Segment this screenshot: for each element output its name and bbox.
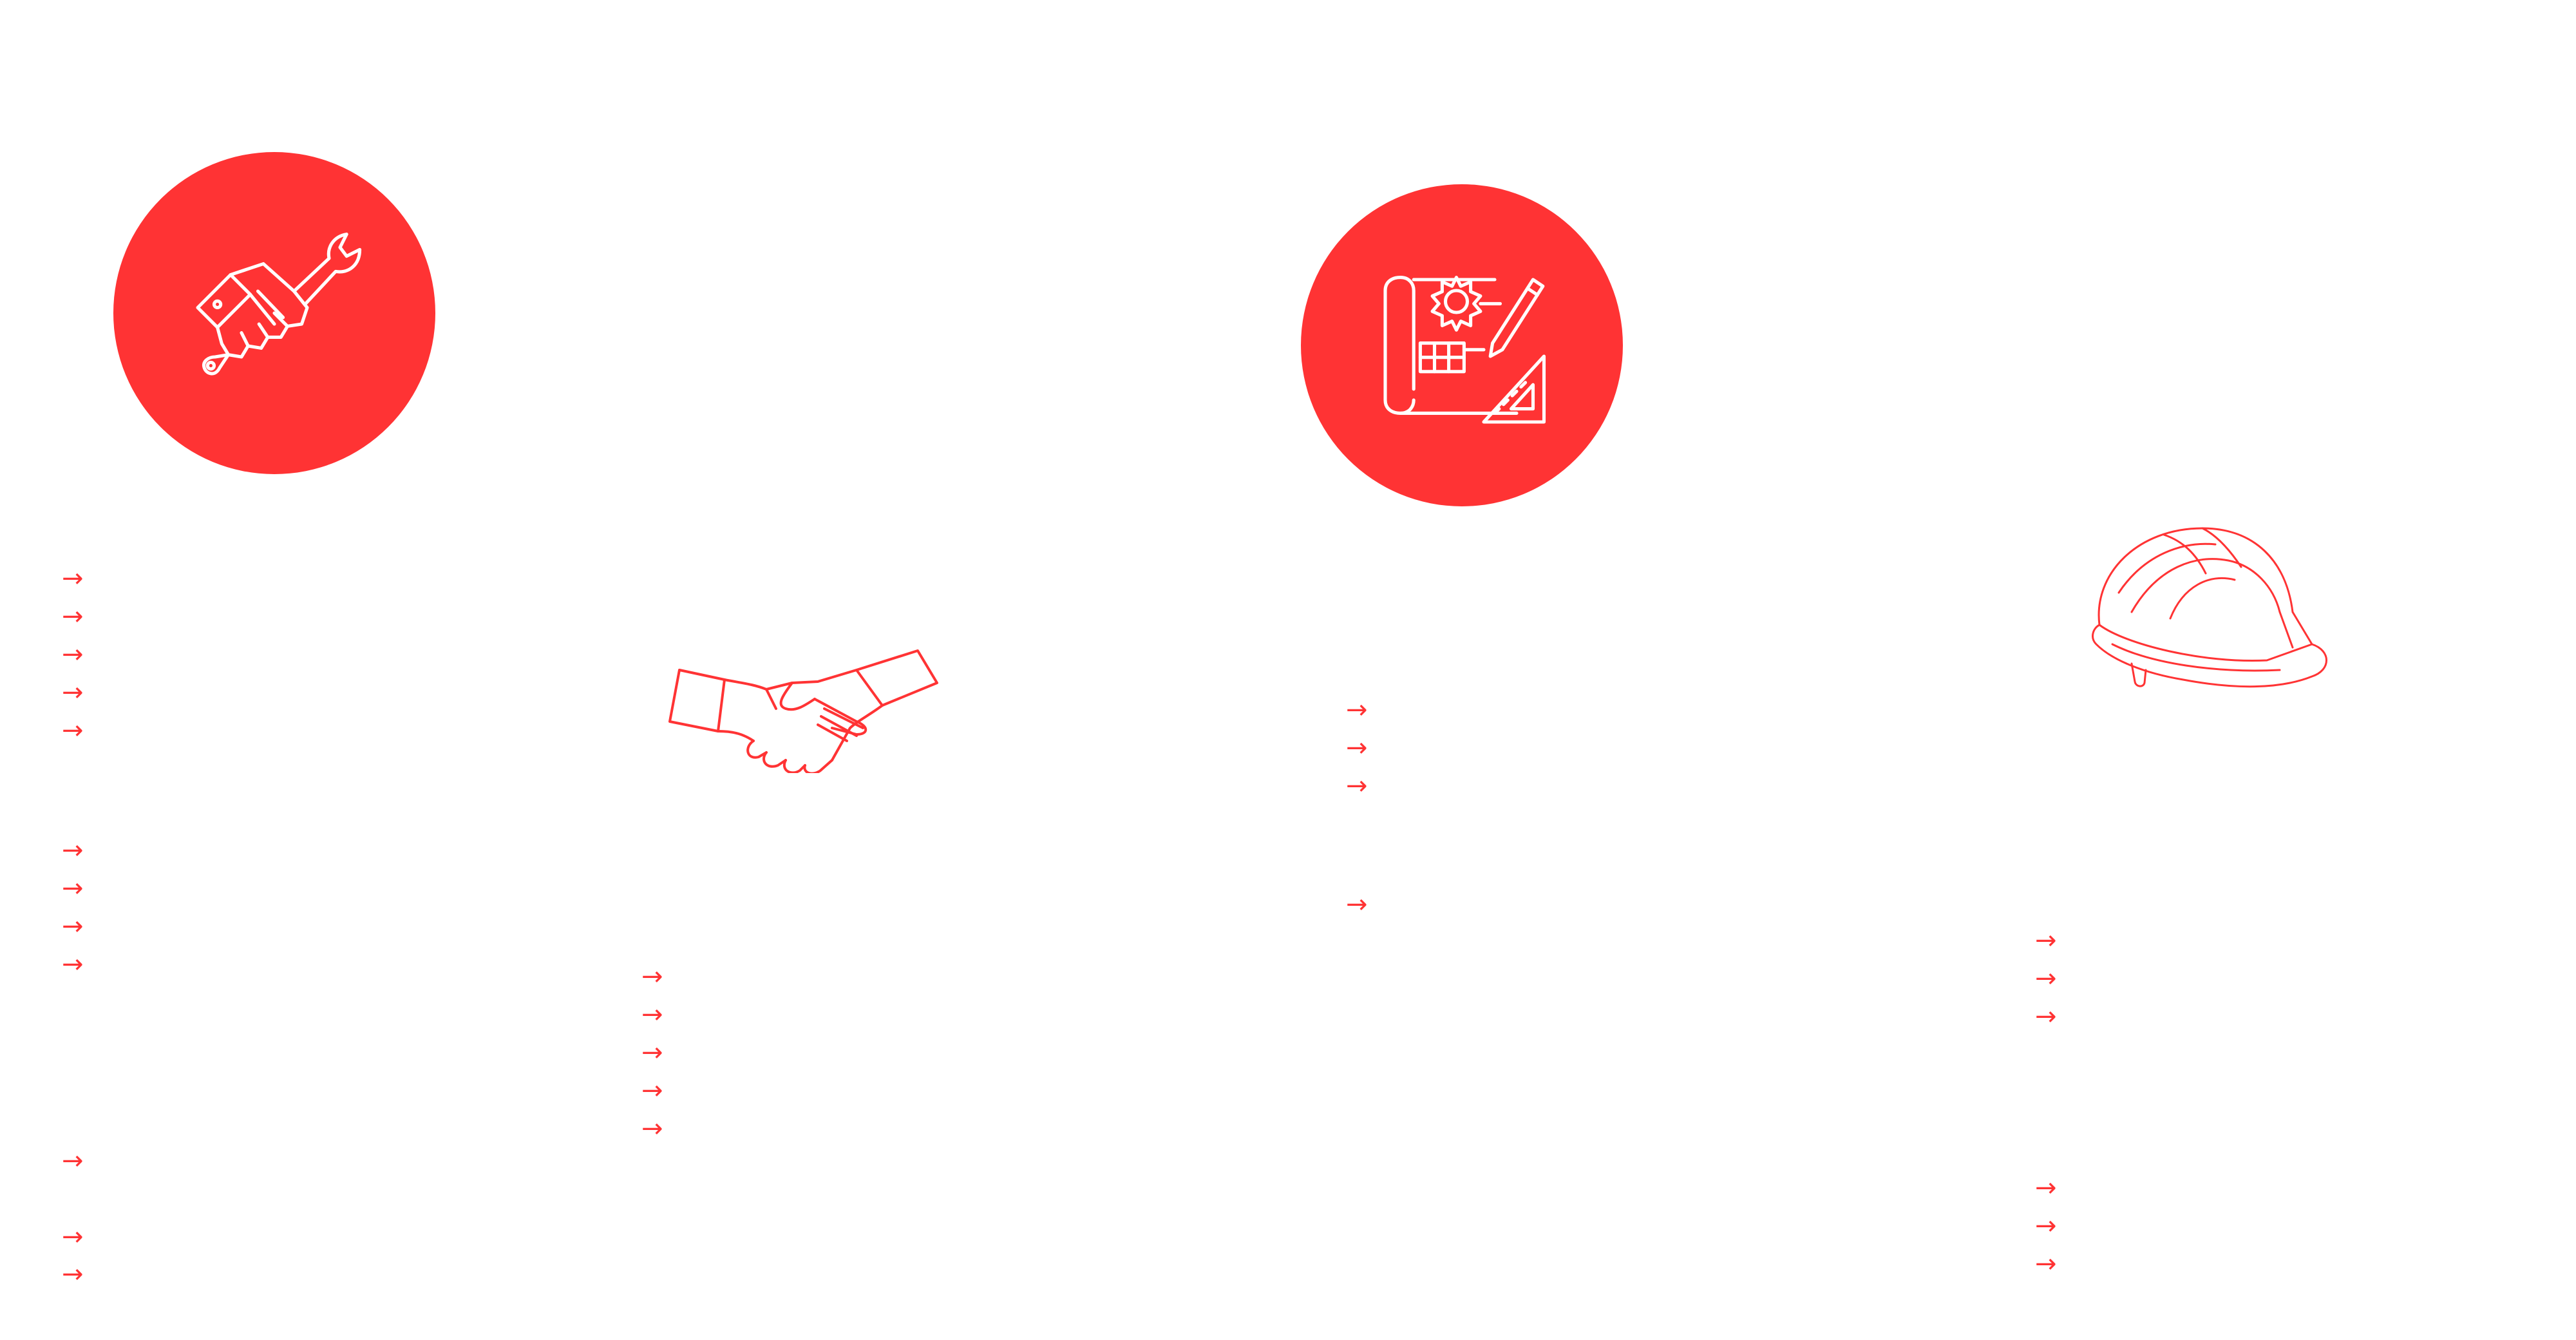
- list-arrow-icon: →: [62, 1222, 84, 1252]
- list-arrow-icon: →: [2035, 964, 2057, 993]
- design-icon-circle: [1301, 184, 1623, 506]
- list-arrow-icon: →: [641, 1114, 663, 1144]
- list-arrow-icon: →: [62, 602, 84, 631]
- list-arrow-icon: →: [2035, 1173, 2057, 1203]
- list-arrow-icon: →: [62, 1259, 84, 1289]
- list-arrow-icon: →: [2035, 1211, 2057, 1241]
- list-arrow-icon: →: [2035, 1002, 2057, 1031]
- list-arrow-icon: →: [2035, 1249, 2057, 1279]
- list-arrow-icon: →: [62, 1146, 84, 1176]
- list-arrow-icon: →: [62, 564, 84, 593]
- list-arrow-icon: →: [1346, 733, 1368, 763]
- list-arrow-icon: →: [641, 1000, 663, 1029]
- handshake-icon: [668, 649, 938, 773]
- list-arrow-icon: →: [62, 874, 84, 903]
- list-arrow-icon: →: [62, 836, 84, 865]
- list-arrow-icon: →: [641, 1038, 663, 1067]
- list-arrow-icon: →: [1346, 890, 1368, 919]
- list-arrow-icon: →: [62, 950, 84, 979]
- list-arrow-icon: →: [62, 678, 84, 707]
- list-arrow-icon: →: [641, 962, 663, 991]
- list-arrow-icon: →: [1346, 771, 1368, 801]
- blueprint-gear-pencil-icon: [1383, 276, 1546, 424]
- list-arrow-icon: →: [641, 1076, 663, 1106]
- list-arrow-icon: →: [1346, 695, 1368, 725]
- list-arrow-icon: →: [62, 912, 84, 941]
- list-arrow-icon: →: [62, 640, 84, 669]
- list-arrow-icon: →: [62, 716, 84, 745]
- hard-hat-icon: [2092, 527, 2327, 688]
- list-arrow-icon: →: [2035, 926, 2057, 955]
- hand-wrench-icon: [196, 233, 362, 376]
- maintenance-icon-circle: [113, 152, 435, 474]
